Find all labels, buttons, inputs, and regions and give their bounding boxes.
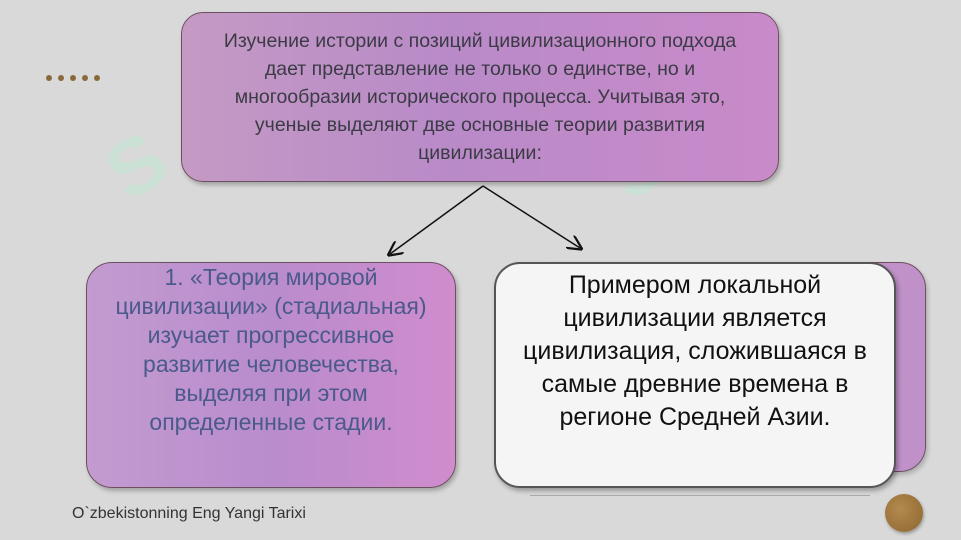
footer-divider	[530, 495, 870, 496]
intro-text: Изучение истории с позиций цивилизационн…	[223, 30, 737, 164]
footer-title: O`zbekistonning Eng Yangi Tarixi	[72, 505, 306, 522]
world-civilization-theory-text: 1. «Теория мировой цивилизации» (стадиал…	[115, 264, 427, 435]
dot	[46, 75, 52, 81]
arrow-left	[390, 185, 484, 254]
dot	[94, 75, 100, 81]
arrow-right	[482, 185, 580, 248]
watermark-logo: S	[89, 113, 184, 218]
intro-box: Изучение истории с позиций цивилизационн…	[181, 12, 779, 182]
footer-circle-icon	[885, 494, 923, 532]
decorative-dots	[46, 75, 100, 81]
local-civilization-text: Примером локальной цивилизации является …	[523, 270, 867, 431]
local-civilization-box: Примером локальной цивилизации является …	[494, 262, 896, 488]
dot	[58, 75, 64, 81]
dot	[82, 75, 88, 81]
dot	[70, 75, 76, 81]
world-civilization-theory-box: 1. «Теория мировой цивилизации» (стадиал…	[86, 262, 456, 488]
